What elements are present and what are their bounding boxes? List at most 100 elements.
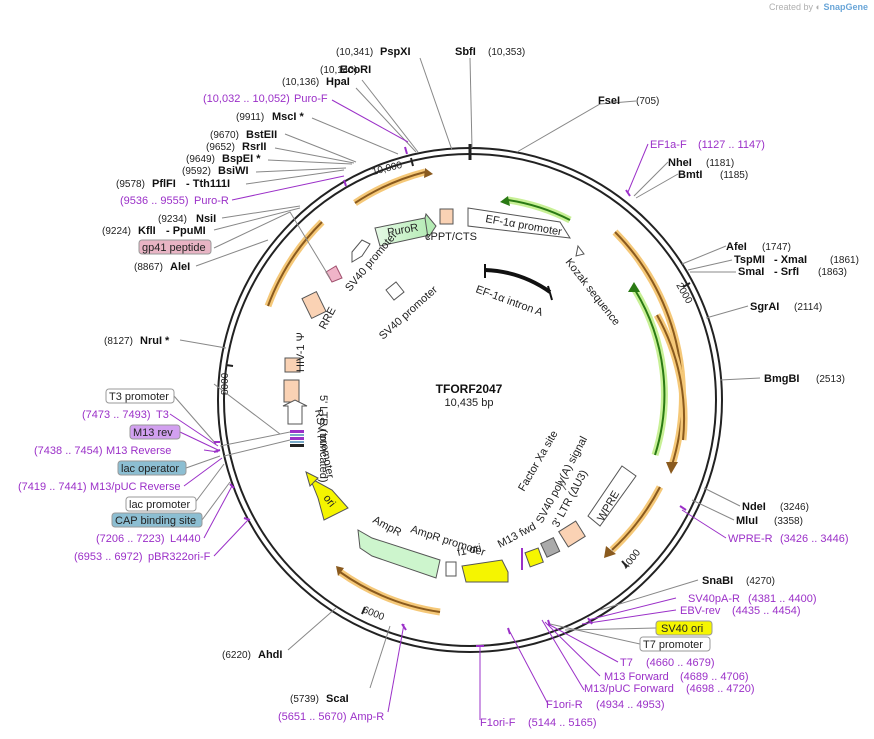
lac-stack-bar-4 (290, 441, 304, 443)
orf-arc-right-arrow-icon (666, 462, 678, 474)
sv40-ori-box-label: SV40 ori (661, 623, 703, 635)
lac-promoter-box-label: lac promoter (129, 499, 190, 511)
snapgene-logo-icon: ◐ (815, 2, 821, 12)
leader-tspmi (687, 259, 733, 271)
snabi-pos: (4270) (746, 576, 775, 587)
orf-arc-bottom-arrow-icon (604, 546, 616, 558)
tick-10000-label: 10,000 (371, 160, 404, 178)
hiv-psi-feature (284, 357, 301, 373)
leader-lac-operator (185, 455, 221, 469)
leader-stack-2 (219, 431, 291, 447)
m13-fwd-label: M13 fwd (496, 521, 538, 551)
ppumi-name: - PpuMI (166, 225, 206, 237)
puro-f-mark (404, 146, 408, 155)
leader-t7 (547, 623, 619, 663)
orf-arc-right-outer-core (614, 231, 684, 466)
bmgbi-name: BmgBI (764, 373, 799, 385)
tick-6000-mark (361, 606, 366, 615)
leader-bsiwi (255, 167, 347, 173)
labels-right: SbfI (10,353) FseI (705) EF1a-F (1127 ..… (455, 46, 859, 729)
snapgene-watermark: Created by ◐ SnapGene (769, 2, 868, 12)
sbfi-name: SbfI (455, 46, 476, 58)
orf-arc-top-arrow-icon (424, 168, 433, 178)
sv40-promoter-b-label: SV40 promoter (377, 284, 440, 343)
leader-m13-puc-forward (541, 619, 585, 691)
cap-binding-site-box (111, 512, 203, 528)
f1-ori-label: f1 ori (456, 542, 482, 559)
puror-label: PuroR (386, 222, 419, 239)
pspxi-pos: (10,341) (336, 47, 373, 58)
amp-r-range: (5651 .. 5670) (278, 711, 347, 723)
m13-reverse-mark (213, 449, 221, 453)
cppt-label: cPPT/CTS (425, 231, 477, 243)
puro-r-range: (9536 .. 9555) (120, 195, 189, 207)
leader-msci (311, 117, 399, 155)
ori-arrow-icon (305, 471, 319, 487)
puro-f-name: Puro-F (294, 93, 328, 105)
snapgene-name: SnapGene (823, 2, 868, 12)
ecori-pos: (10,140) (320, 65, 357, 76)
sv40-promoter-b-arrow (385, 281, 405, 301)
rsv-promoter-label: RSV promoter (312, 408, 336, 479)
leader-ahdi (287, 607, 337, 651)
nsii-pos: (9234) (158, 214, 187, 225)
t7-range: (4660 .. 4679) (646, 657, 715, 669)
plasmid-length: 10,435 bp (445, 397, 494, 409)
smai-name: SmaI (738, 266, 764, 278)
pbr322-mark (243, 517, 251, 521)
tick-4000-label: 4000 (621, 547, 644, 572)
gp41-feature (325, 265, 343, 283)
ef1a-f-name: EF1a-F (650, 139, 687, 151)
orf-green-arc-core (634, 289, 666, 456)
alei-pos: (8867) (134, 262, 163, 273)
leader-nrui (179, 339, 227, 349)
tick-6000-label: 6000 (361, 605, 386, 624)
nrui-name: NruI * (140, 335, 170, 347)
t7-promoter-box-label: T7 promoter (643, 639, 703, 651)
leader-t7promoter (549, 623, 641, 645)
orf-arc-left-core (267, 221, 323, 307)
alei-name: AleI (170, 261, 190, 273)
leader-t3 (169, 413, 219, 447)
tick-10000-mark (410, 157, 414, 167)
gp41-box-label: gp41 peptide (142, 242, 206, 254)
m13-rev-box (129, 424, 181, 440)
f1-ori-feature (461, 559, 509, 583)
leader-ndei (703, 487, 741, 507)
leader-m13-puc-reverse (183, 457, 223, 487)
bsteii-pos: (9670) (210, 130, 239, 141)
smai-pos: (1863) (818, 267, 847, 278)
ef1a-f-range: (1127 .. 1147) (698, 139, 765, 151)
leader-sbfi (469, 57, 473, 149)
lac-operator-box (117, 460, 187, 476)
ef1a-f-mark (625, 189, 631, 197)
rsrii-name: RsrII (242, 141, 266, 153)
leader-l4440 (203, 485, 233, 539)
m13-puc-reverse-range: (7419 .. 7441) (18, 481, 87, 493)
tth111i-name: - Tth111I (186, 178, 230, 190)
leader-puro-f (331, 99, 409, 143)
ltr5-feature (283, 379, 300, 403)
rsv-promoter-arrow (282, 399, 308, 425)
leader-pspxi (419, 57, 453, 151)
leader-stack-3 (223, 439, 291, 457)
sv40-promoter-a-arrow (351, 239, 371, 263)
ahdi-name: AhdI (258, 649, 282, 661)
lac-stack-bar-3 (290, 437, 304, 440)
leader-afei (681, 245, 727, 265)
puro-r-mark (343, 179, 347, 187)
leader-m13-rev-box (179, 431, 219, 451)
kozak-label: Kozak sequence (563, 256, 623, 327)
leader-sgrai (705, 305, 749, 319)
m13-forward-name: M13 Forward (604, 671, 669, 683)
leader-alei (195, 239, 269, 267)
leader-kfli (213, 207, 301, 231)
bspei-name: BspEI * (222, 153, 261, 165)
leader-lac-promoter (193, 463, 225, 505)
tick-2000-label: 2000 (673, 281, 694, 306)
leader-rsrii (274, 147, 355, 164)
pflfi-pos: (9578) (116, 179, 145, 190)
leader-stack-1 (213, 383, 281, 435)
tick-8000-mark (225, 364, 234, 367)
orf-arc-bottom-core (339, 571, 441, 613)
